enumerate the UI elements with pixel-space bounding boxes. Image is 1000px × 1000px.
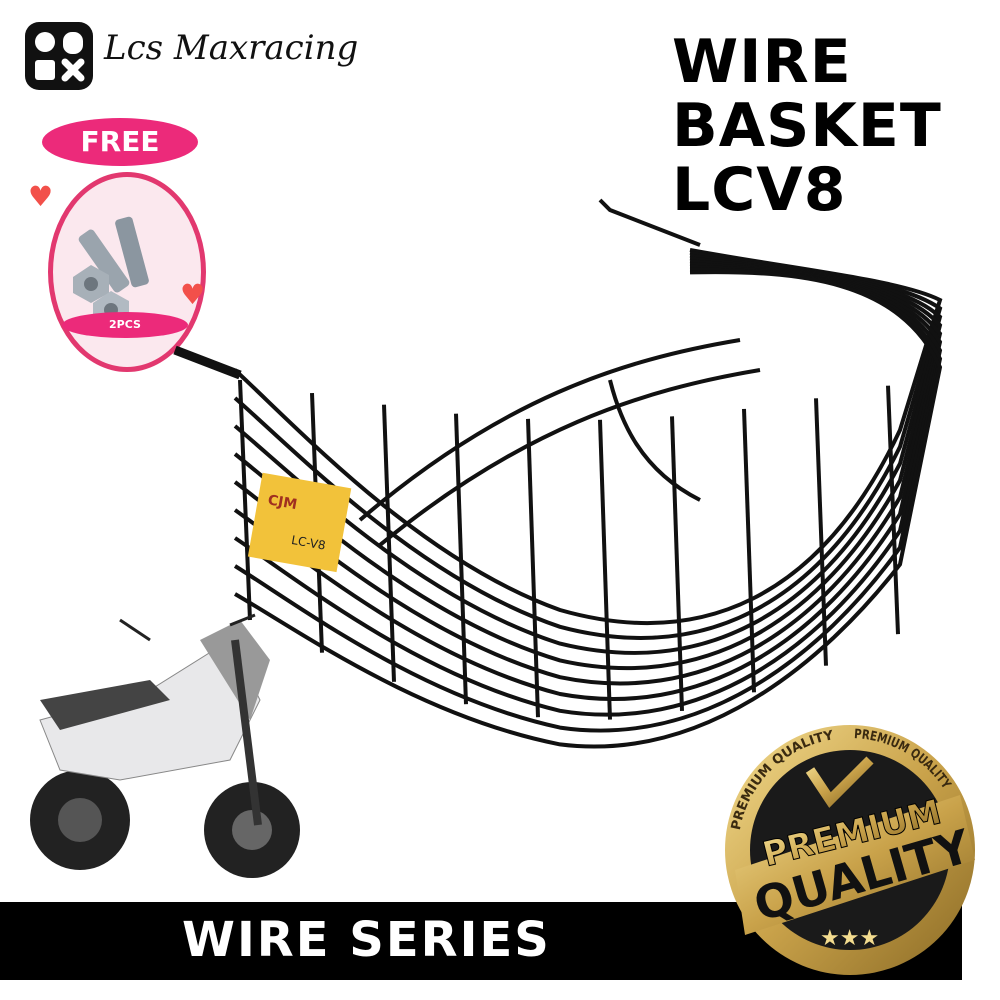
star-icons: ★★★ [820, 926, 879, 951]
basket-wire [814, 398, 828, 666]
checkmark-icon [805, 756, 874, 808]
product-title: WIRE BASKET LCV8 [672, 30, 942, 222]
free-gift-image [48, 172, 206, 372]
title-line-3: LCV8 [672, 155, 847, 225]
basket-wire [454, 413, 468, 705]
basket-wire [238, 379, 252, 621]
title-line-2: BASKET [672, 91, 942, 161]
basket-wire [598, 419, 612, 720]
brand-name: Lcs Maxracing [104, 28, 359, 68]
basket-wire [670, 416, 684, 711]
basket-wire [886, 385, 900, 635]
quantity-label: 2PCS [62, 312, 188, 338]
basket-wire [526, 418, 540, 718]
basket-wire [382, 404, 396, 682]
free-label: FREE [42, 118, 198, 166]
basket-wire [742, 408, 756, 693]
heart-icon: ♥ [180, 278, 206, 311]
basket-label-model: LC-V8 [290, 533, 326, 553]
series-label: WIRE SERIES [182, 912, 551, 968]
basket-label-brand: CJM [267, 492, 299, 513]
brand-logo-icon [25, 22, 93, 90]
heart-icon: ♥ [28, 180, 54, 213]
basket-label-sticker [247, 472, 352, 573]
bolts-nuts-icon [73, 216, 149, 329]
basket-wire [233, 270, 943, 749]
title-line-1: WIRE [672, 27, 852, 97]
